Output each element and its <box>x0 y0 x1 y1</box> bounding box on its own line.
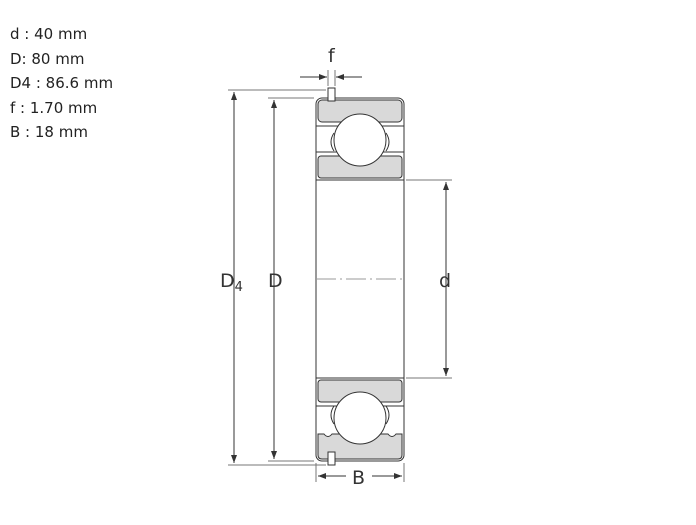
spec-width: B : 18 mm <box>10 123 88 141</box>
outer-ring-bottom <box>317 433 403 460</box>
label-d: d <box>439 270 451 292</box>
ball-top <box>333 113 387 167</box>
spec-bore-diameter: d : 40 mm <box>10 25 88 43</box>
label-d4: D4 <box>220 270 243 295</box>
snap-ring-top <box>327 87 336 102</box>
spec-outer-diameter: D: 80 mm <box>10 49 85 68</box>
label-D: D <box>268 270 283 292</box>
spec-list: d : 40 mm D: 80 mm D4 : 86.6 mm f : 1.70… <box>10 22 113 145</box>
snap-ring-bottom <box>327 451 336 466</box>
label-B: B <box>352 467 365 489</box>
spec-snap-ring-diameter: D4 : 86.6 mm <box>10 74 114 92</box>
label-f: f <box>328 45 336 67</box>
ball-bottom <box>333 391 387 445</box>
spec-snap-ring-width: f : 1.70 mm <box>10 98 98 117</box>
